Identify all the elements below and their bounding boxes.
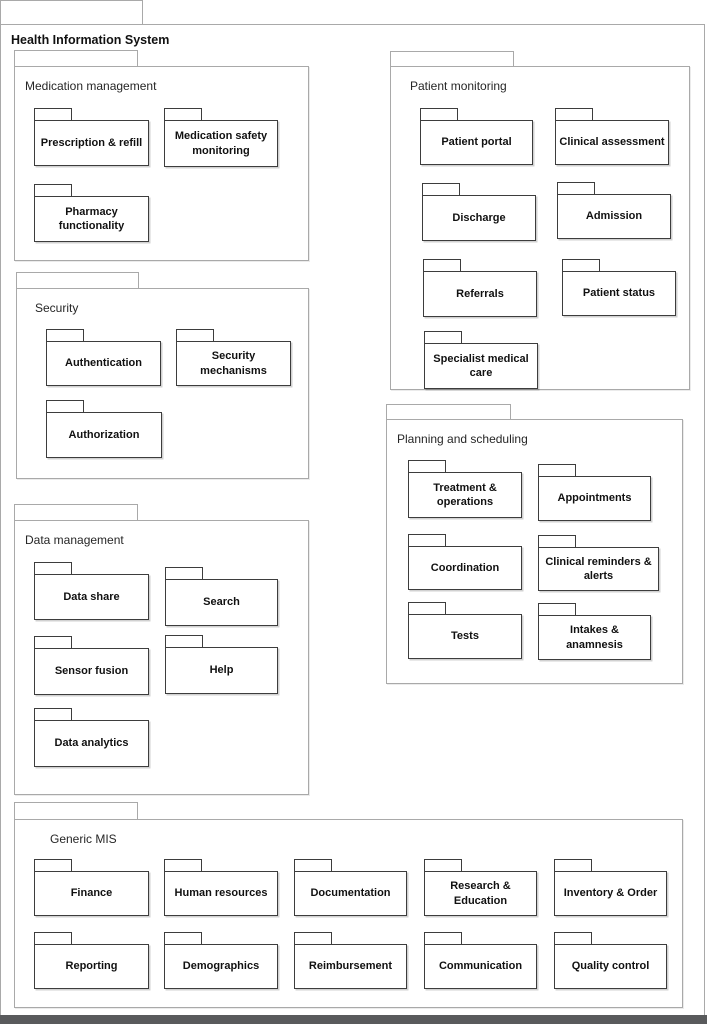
package-label: Clinical assessment (555, 120, 669, 165)
package-tab (34, 932, 72, 944)
package-tab (34, 562, 72, 574)
package-label: Discharge (422, 195, 536, 241)
package-label: Generic MIS (50, 832, 117, 846)
package-label: Referrals (423, 271, 537, 317)
package-tab (420, 108, 458, 120)
system-package-tab (0, 0, 143, 24)
package-label: Finance (34, 871, 149, 916)
package-medication-management: Medication management Prescription & ref… (14, 50, 309, 261)
package-label: Reimbursement (294, 944, 407, 989)
package-label: Reporting (34, 944, 149, 989)
package-label: Patient status (562, 271, 676, 316)
package-tab (538, 464, 576, 476)
package-tab (538, 535, 576, 547)
package-label: Coordination (408, 546, 522, 590)
package-label: Demographics (164, 944, 278, 989)
package-security: Security Authentication Security mechani… (16, 272, 309, 479)
package-tab (554, 859, 592, 871)
package-label: Help (165, 647, 278, 694)
package-label: Data share (34, 574, 149, 620)
package-label: Specialist medical care (424, 343, 538, 389)
package-tab (557, 182, 595, 194)
package-tab (424, 932, 462, 944)
package-label: Inventory & Order (554, 871, 667, 916)
package-tab (176, 329, 214, 341)
package-label: Prescription & refill (34, 120, 149, 166)
package-health-information-system: Health Information System Medication man… (0, 24, 705, 1016)
package-tab (422, 183, 460, 195)
package-patient-monitoring: Patient monitoring Patient portal Clinic… (390, 51, 690, 390)
package-tab (165, 635, 203, 647)
package-tab (34, 708, 72, 720)
package-tab (386, 404, 511, 419)
package-label: Tests (408, 614, 522, 659)
package-tab (165, 567, 203, 579)
package-label: Medication management (25, 79, 157, 93)
package-label: Communication (424, 944, 537, 989)
package-tab (538, 603, 576, 615)
package-tab (555, 108, 593, 120)
package-tab (408, 534, 446, 546)
package-tab (423, 259, 461, 271)
package-tab (34, 636, 72, 648)
package-tab (164, 859, 202, 871)
package-tab (34, 108, 72, 120)
package-label: Sensor fusion (34, 648, 149, 695)
package-tab (562, 259, 600, 271)
package-tab (390, 51, 514, 66)
package-tab (46, 400, 84, 412)
package-tab (164, 932, 202, 944)
package-tab (14, 50, 138, 66)
package-planning-and-scheduling: Planning and scheduling Treatment & oper… (386, 404, 683, 684)
package-label: Security (35, 301, 79, 315)
package-label: Intakes & anamnesis (538, 615, 651, 660)
package-label: Appointments (538, 476, 651, 521)
package-label: Search (165, 579, 278, 626)
package-label: Treatment & operations (408, 472, 522, 518)
package-tab (14, 504, 138, 520)
diagram-title: Health Information System (11, 33, 170, 47)
package-tab (294, 932, 332, 944)
package-tab (294, 859, 332, 871)
package-generic-mis: Generic MIS Finance Human resources Docu… (14, 802, 683, 1008)
package-tab (424, 859, 462, 871)
package-tab (408, 602, 446, 614)
package-tab (14, 802, 138, 819)
package-label: Planning and scheduling (397, 432, 528, 446)
package-label: Security mechanisms (176, 341, 291, 386)
package-label: Admission (557, 194, 671, 239)
package-label: Patient monitoring (410, 79, 507, 93)
package-label: Quality control (554, 944, 667, 989)
package-label: Clinical reminders & alerts (538, 547, 659, 591)
package-tab (408, 460, 446, 472)
package-label: Authorization (46, 412, 162, 458)
package-label: Data analytics (34, 720, 149, 767)
package-tab (554, 932, 592, 944)
package-data-management: Data management Data share Search Sensor… (14, 504, 309, 795)
package-label: Human resources (164, 871, 278, 916)
package-label: Data management (25, 533, 124, 547)
package-tab (34, 184, 72, 196)
package-tab (16, 272, 139, 288)
page-bottom-edge (0, 1015, 707, 1024)
package-label: Research & Education (424, 871, 537, 916)
package-label: Pharmacy functionality (34, 196, 149, 242)
package-label: Authentication (46, 341, 161, 386)
package-tab (424, 331, 462, 343)
package-label: Patient portal (420, 120, 533, 165)
package-tab (164, 108, 202, 120)
package-label: Medication safety monitoring (164, 120, 278, 167)
package-tab (34, 859, 72, 871)
package-tab (46, 329, 84, 341)
package-label: Documentation (294, 871, 407, 916)
